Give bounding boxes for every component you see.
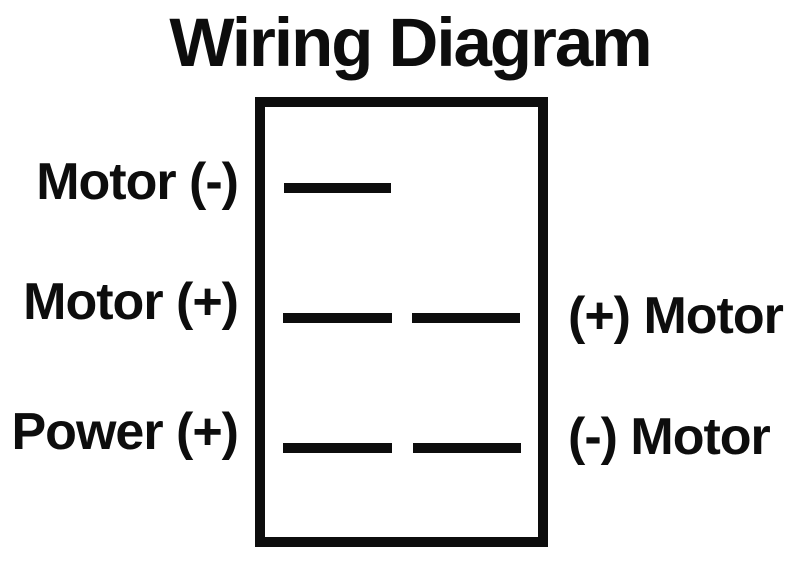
terminal-bar-row3-left	[283, 443, 392, 453]
label-right-motor-positive: (+) Motor	[568, 287, 784, 345]
label-motor-negative: Motor (-)	[36, 153, 239, 211]
diagram-title: Wiring Diagram	[169, 4, 652, 81]
label-right-motor-negative: (-) Motor	[568, 408, 771, 466]
label-motor-positive: Motor (+)	[23, 273, 239, 331]
terminal-bar-row2-right	[412, 313, 520, 323]
terminal-bar-row2-left	[283, 313, 392, 323]
terminal-bar-row3-right	[413, 443, 521, 453]
terminal-bar-row1-left	[284, 183, 391, 193]
label-power-positive: Power (+)	[11, 403, 240, 461]
